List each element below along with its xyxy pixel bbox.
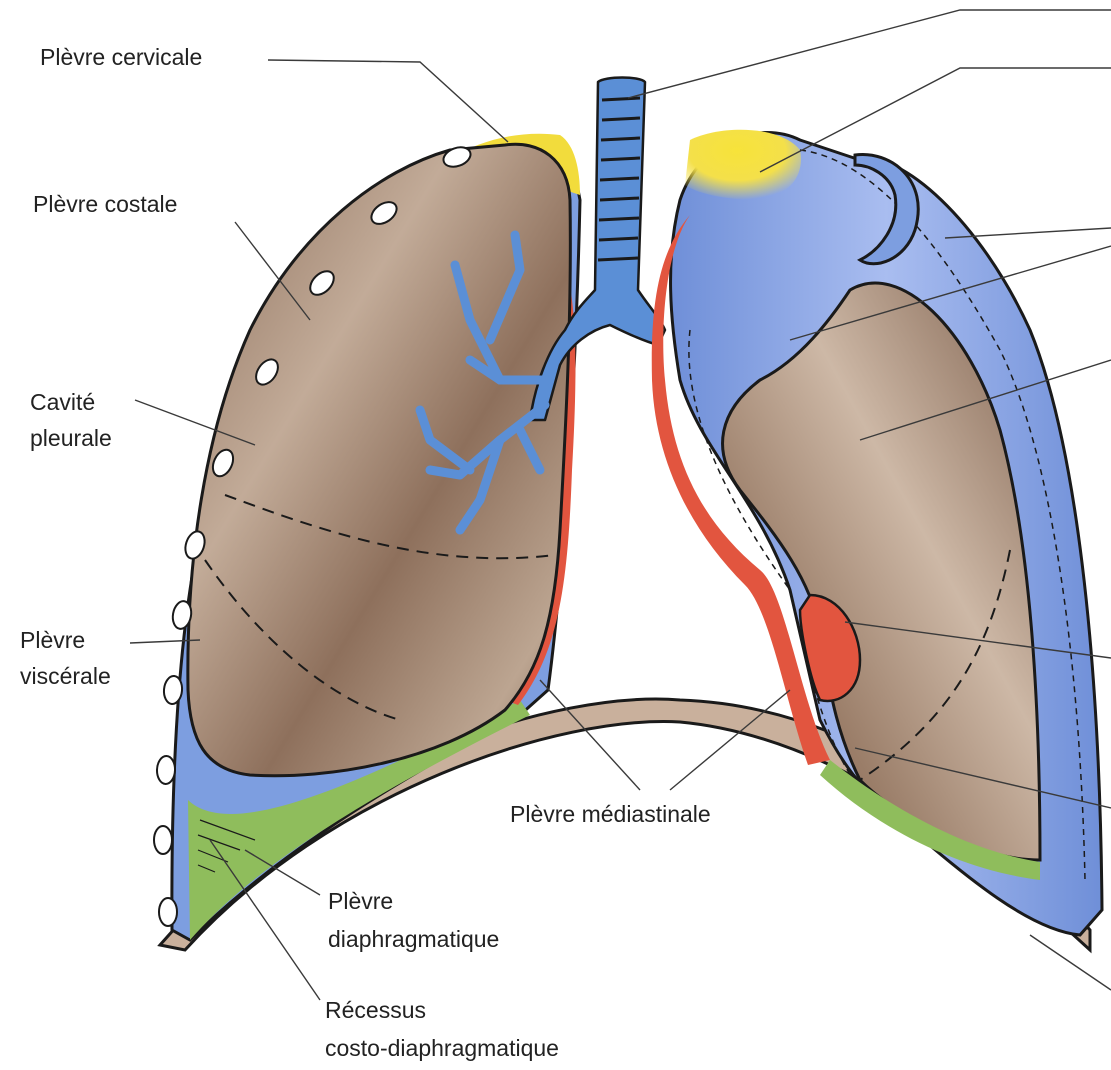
label-recessus-line1: Récessus — [325, 997, 426, 1023]
right-lung — [652, 130, 1102, 935]
label-plevre-diaphragmatique-line1: Plèvre — [328, 888, 393, 914]
label-recessus-line2: costo-diaphragmatique — [325, 1035, 559, 1061]
label-plevre-viscerale-line1: Plèvre — [20, 627, 85, 653]
label-plevre-cervicale: Plèvre cervicale — [40, 44, 202, 70]
label-cavite-pleurale-line2: pleurale — [30, 425, 112, 451]
label-plevre-costale: Plèvre costale — [33, 191, 177, 217]
label-plevre-mediastinale: Plèvre médiastinale — [510, 801, 711, 827]
label-plevre-diaphragmatique-line2: diaphragmatique — [328, 926, 499, 952]
label-plevre-viscerale-line2: viscérale — [20, 663, 111, 689]
label-cavite-pleurale-line1: Cavité — [30, 389, 95, 415]
